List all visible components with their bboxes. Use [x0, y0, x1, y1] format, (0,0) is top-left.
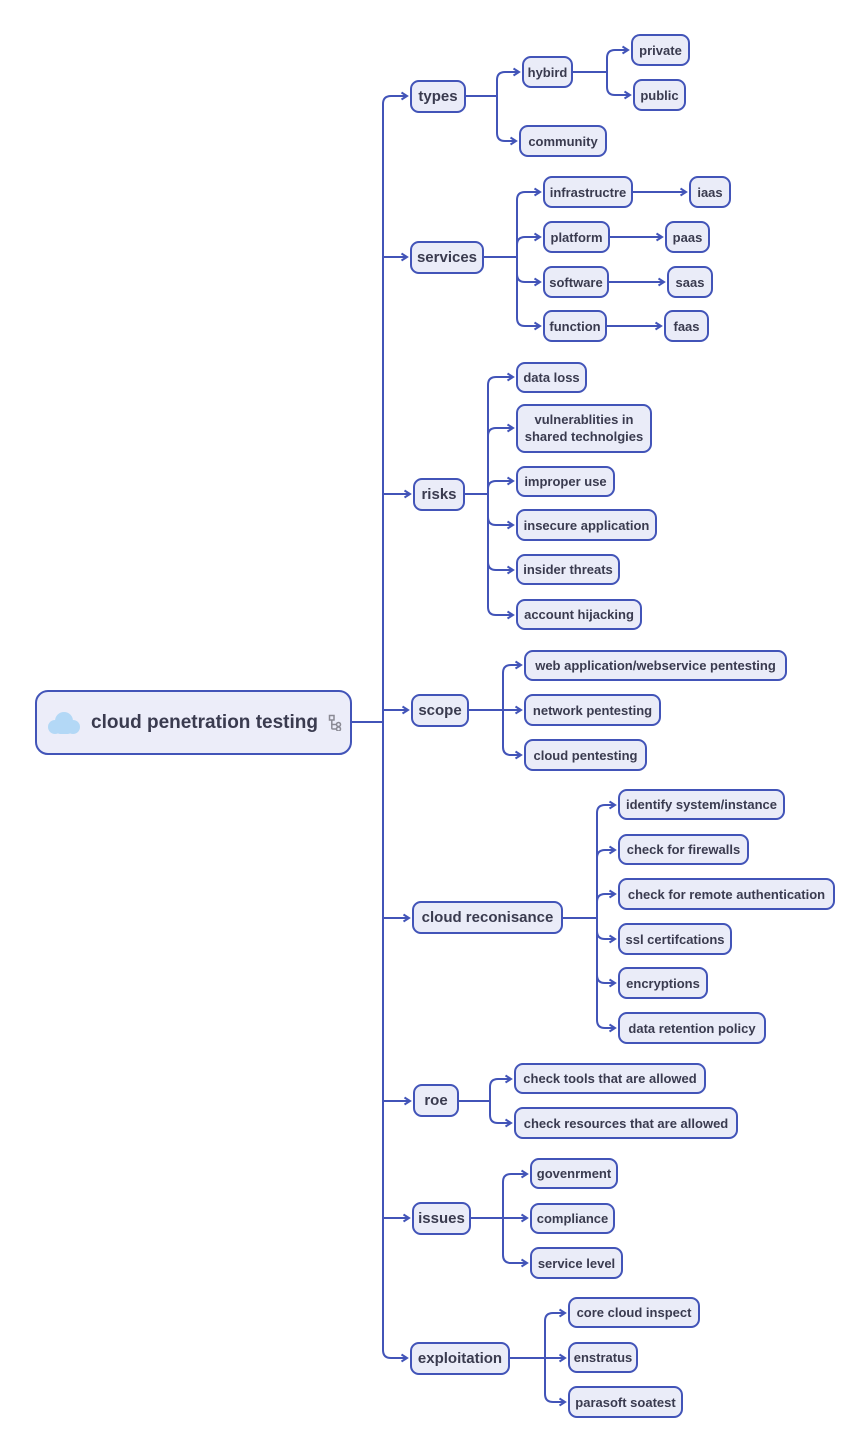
node-core-cloud-inspect[interactable]: core cloud inspect	[568, 1297, 700, 1328]
node-service-level[interactable]: service level	[530, 1247, 623, 1279]
node-identify-system-instance[interactable]: identify system/instance	[618, 789, 785, 820]
node-check-remote-auth[interactable]: check for remote authentication	[618, 878, 835, 910]
node-network-pentesting[interactable]: network pentesting	[524, 694, 661, 726]
node-community[interactable]: community	[519, 125, 607, 157]
node-paas[interactable]: paas	[665, 221, 710, 253]
node-web-application-pentesting[interactable]: web application/webservice pentesting	[524, 650, 787, 681]
node-enstratus[interactable]: enstratus	[568, 1342, 638, 1373]
node-platform[interactable]: platform	[543, 221, 610, 253]
node-govenrment[interactable]: govenrment	[530, 1158, 618, 1189]
links-scope	[469, 660, 523, 760]
node-cloud-reconisance[interactable]: cloud reconisance	[412, 901, 563, 934]
node-exploitation[interactable]: exploitation	[410, 1342, 510, 1375]
links-exploitation	[510, 1308, 567, 1407]
node-risks[interactable]: risks	[413, 478, 465, 511]
node-scope[interactable]: scope	[411, 694, 469, 727]
node-improper-use[interactable]: improper use	[516, 466, 615, 497]
root-label: cloud penetration testing	[91, 711, 318, 733]
links-services	[484, 187, 688, 331]
cloud-icon	[48, 711, 81, 734]
node-compliance[interactable]: compliance	[530, 1203, 615, 1234]
node-services[interactable]: services	[410, 241, 484, 274]
node-private[interactable]: private	[631, 34, 690, 66]
node-data-retention-policy[interactable]: data retention policy	[618, 1012, 766, 1044]
node-cloud-pentesting[interactable]: cloud pentesting	[524, 739, 647, 771]
node-faas[interactable]: faas	[664, 310, 709, 342]
node-check-for-firewalls[interactable]: check for firewalls	[618, 834, 749, 865]
links-risks	[465, 372, 515, 620]
node-insecure-application[interactable]: insecure application	[516, 509, 657, 541]
node-hybird[interactable]: hybird	[522, 56, 573, 88]
node-issues[interactable]: issues	[412, 1202, 471, 1235]
node-saas[interactable]: saas	[667, 266, 713, 298]
links-cloud-reconisance	[563, 800, 617, 1033]
node-software[interactable]: software	[543, 266, 609, 298]
node-encryptions[interactable]: encryptions	[618, 967, 708, 999]
node-account-hijacking[interactable]: account hijacking	[516, 599, 642, 630]
node-function[interactable]: function	[543, 310, 607, 342]
node-types[interactable]: types	[410, 80, 466, 113]
node-check-resources-allowed[interactable]: check resources that are allowed	[514, 1107, 738, 1139]
node-data-loss[interactable]: data loss	[516, 362, 587, 393]
node-iaas[interactable]: iaas	[689, 176, 731, 208]
node-insider-threats[interactable]: insider threats	[516, 554, 620, 585]
links-types	[466, 45, 632, 146]
node-public[interactable]: public	[633, 79, 686, 111]
sitemap-icon[interactable]	[328, 714, 342, 731]
root-node[interactable]: cloud penetration testing	[35, 690, 352, 755]
node-roe[interactable]: roe	[413, 1084, 459, 1117]
links-roe	[459, 1074, 513, 1128]
node-infrastructre[interactable]: infrastructre	[543, 176, 633, 208]
node-vulnerablities[interactable]: vulnerablities in shared technolgies	[516, 404, 652, 453]
links-issues	[471, 1169, 529, 1268]
node-check-tools-allowed[interactable]: check tools that are allowed	[514, 1063, 706, 1094]
node-parasoft-soatest[interactable]: parasoft soatest	[568, 1386, 683, 1418]
links-main-trunk	[352, 91, 412, 1363]
node-ssl-certifcations[interactable]: ssl certifcations	[618, 923, 732, 955]
